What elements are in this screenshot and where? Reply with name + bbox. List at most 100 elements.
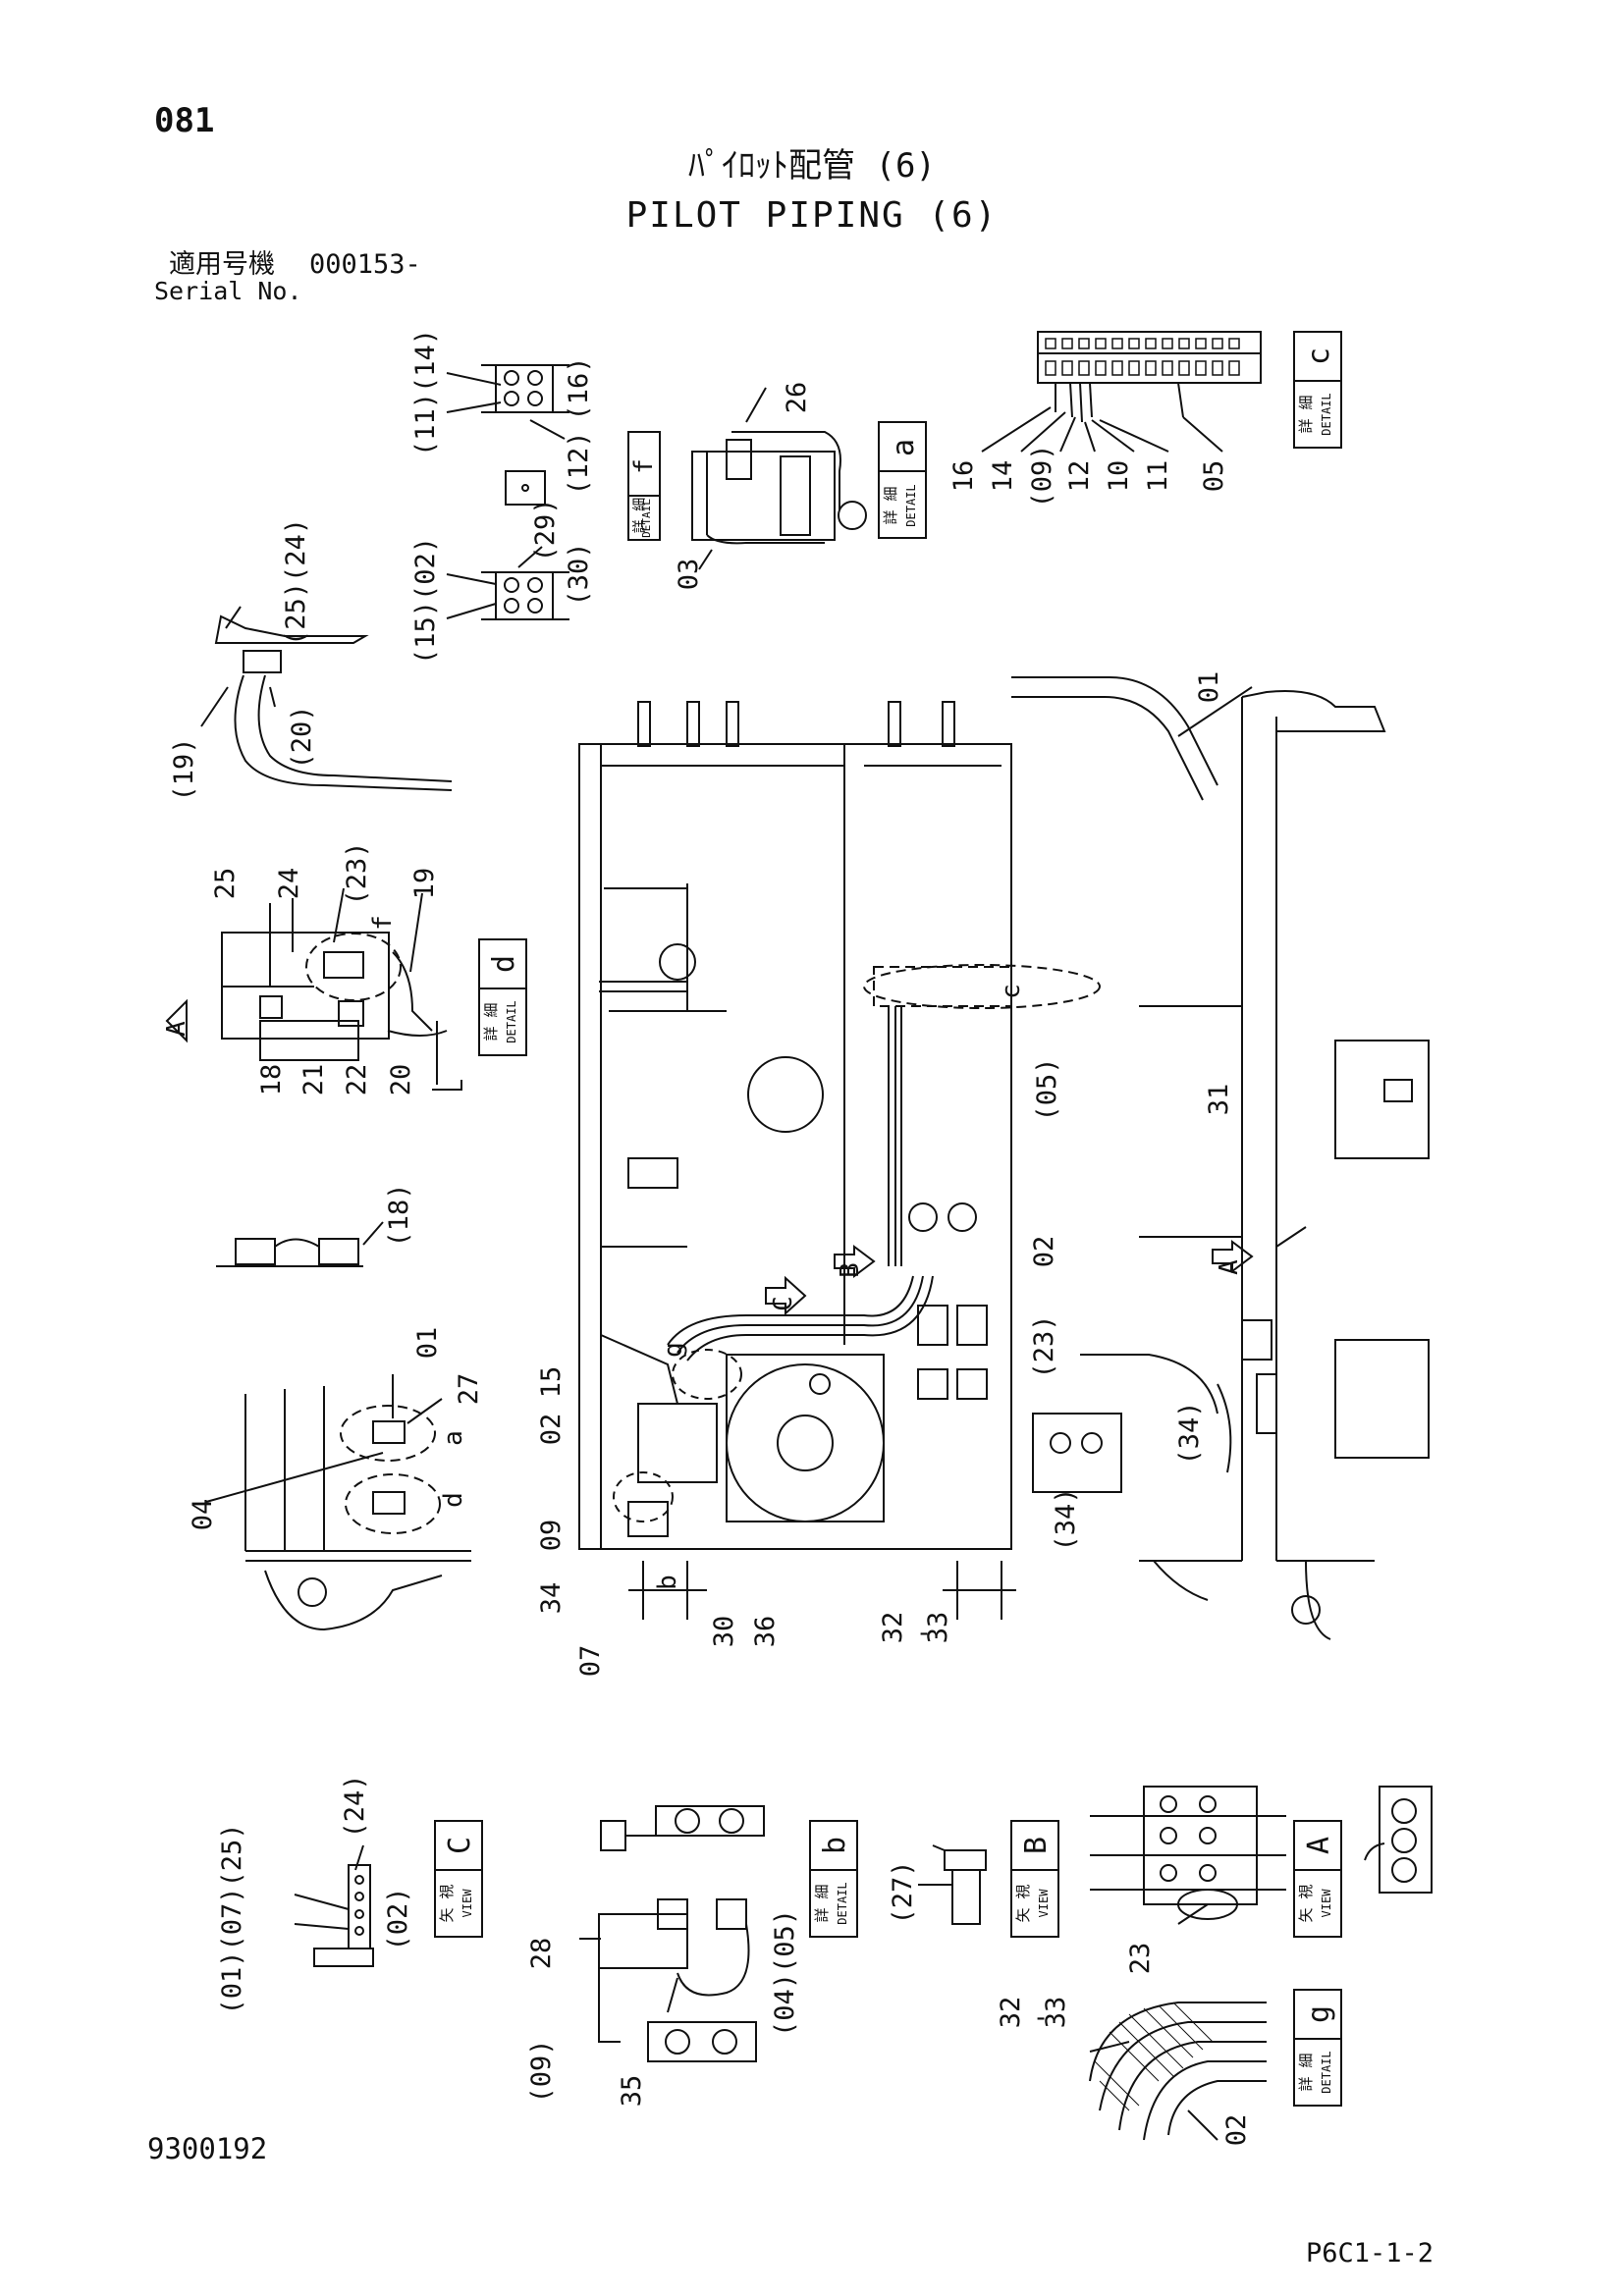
region-letter: c xyxy=(997,984,1026,999)
region-letter: g xyxy=(659,1342,688,1358)
callout-label: 11 xyxy=(1143,460,1173,493)
callout-label: (11)(14) xyxy=(410,329,441,456)
callout-label: (05) xyxy=(1032,1057,1062,1121)
callout-label: 34 xyxy=(536,1582,567,1615)
label-box-detail-f: 詳 細 DETAIL f xyxy=(627,431,661,541)
callout-label: 12 xyxy=(1064,460,1095,493)
callout-label: 07 xyxy=(575,1645,606,1678)
detail-f-letter: f xyxy=(629,458,659,474)
title-english: PILOT PIPING (6) xyxy=(625,195,999,236)
callout-label: 01 xyxy=(1194,671,1224,704)
callout-label: (23) xyxy=(1029,1314,1059,1378)
callout-label: (29) xyxy=(530,498,561,561)
page-number: 081 xyxy=(154,101,215,140)
label-box-detail-a: 詳 細 DETAIL a xyxy=(878,421,927,539)
detail-g-kanji: 詳 細 xyxy=(1297,2053,1315,2091)
callout-label: 22 xyxy=(342,1064,372,1096)
callout-label: 35 xyxy=(617,2075,647,2108)
callout-label: (09) xyxy=(526,2039,557,2103)
callout-label: (02) xyxy=(383,1887,413,1950)
detail-b-kanji: 詳 細 xyxy=(813,1884,831,1922)
callout-label: 18 xyxy=(256,1064,287,1096)
title-japanese: ﾊﾟｲﾛｯﾄ配管 (6) xyxy=(688,146,936,186)
left-side-view-drawing xyxy=(205,1374,471,1631)
callout-label: 27 xyxy=(454,1373,484,1406)
callout-label: 31 xyxy=(1204,1084,1234,1116)
callout-label: (04)(05) xyxy=(770,1909,800,2037)
page-code: P6C1-1-2 xyxy=(1306,2238,1435,2269)
right-arm-view xyxy=(1011,676,1430,1640)
serial-number-value: 000153- xyxy=(309,249,421,280)
label-box-detail-g: 詳 細 DETAIL g xyxy=(1293,1989,1342,2107)
region-letter: b xyxy=(653,1575,682,1590)
callout-label: (12) xyxy=(564,431,594,495)
callout-label: 21 xyxy=(298,1064,329,1096)
detail-d-label: DETAIL xyxy=(505,1000,518,1042)
main-frame-view xyxy=(578,701,1101,1620)
detail-f-drawing xyxy=(446,364,569,620)
view-a-drawing xyxy=(1090,1786,1433,1925)
region-letter: a xyxy=(439,1430,468,1446)
callout-label: (18) xyxy=(384,1183,414,1247)
callout-label: (34) xyxy=(1051,1487,1081,1551)
label-box-detail-c: 詳 細 DETAIL c xyxy=(1293,331,1342,449)
callout-label: 25 xyxy=(210,868,241,900)
view-c-label: VIEW xyxy=(460,1889,474,1918)
callout-label: 14 xyxy=(988,460,1018,493)
region-letter: C xyxy=(769,1296,798,1311)
callout-label: (25)(24) xyxy=(281,518,311,646)
document-number: 9300192 xyxy=(147,2132,268,2165)
callout-label: 15 xyxy=(536,1366,567,1399)
detail-f-label: DETAIL xyxy=(640,499,653,538)
callout-label: - xyxy=(916,1618,932,1648)
callout-label: (15)(02) xyxy=(410,537,441,665)
callout-label: 30 xyxy=(709,1616,739,1648)
view-a-kanji: 矢 視 xyxy=(1297,1884,1315,1922)
callout-label: 24 xyxy=(274,868,304,900)
callout-label: 20 xyxy=(386,1064,416,1096)
callout-label: (23) xyxy=(342,841,372,905)
view-b-drawing xyxy=(918,1844,987,1925)
region-letter: A xyxy=(162,1021,191,1037)
hose-bracket-drawing xyxy=(200,606,453,791)
view-c-drawing xyxy=(294,1844,374,1967)
callout-label: 01 xyxy=(412,1327,443,1360)
detail-d-drawing xyxy=(165,887,462,1091)
callout-label: (19) xyxy=(169,737,199,801)
view-b-kanji: 矢 視 xyxy=(1014,1884,1032,1922)
label-box-detail-d: 詳 細 DETAIL d xyxy=(478,938,527,1056)
view-c-letter: C xyxy=(443,1837,477,1854)
callout-label: 09 xyxy=(536,1520,567,1552)
callout-label: (01)(07)(25) xyxy=(217,1823,247,2014)
detail-a-label: DETAIL xyxy=(904,484,918,526)
view-b-label: VIEW xyxy=(1037,1889,1051,1918)
detail-g-letter: g xyxy=(1302,2005,1336,2023)
label-box-detail-b: 詳 細 DETAIL b xyxy=(809,1820,858,1938)
detail-c-kanji: 詳 細 xyxy=(1297,395,1315,433)
callout-label: 04 xyxy=(188,1499,218,1531)
callout-label: 23 xyxy=(1125,1943,1156,1975)
callout-label: 36 xyxy=(750,1616,781,1648)
callout-label: 19 xyxy=(409,868,440,900)
view-b-letter: B xyxy=(1019,1837,1054,1854)
detail-a-drawing xyxy=(691,387,867,570)
assembly-18-drawing xyxy=(216,1221,384,1267)
callout-label: 05 xyxy=(1199,460,1229,493)
detail-d-kanji: 詳 細 xyxy=(482,1002,500,1041)
detail-d-letter: d xyxy=(487,955,521,973)
detail-b-letter: b xyxy=(818,1837,852,1854)
detail-g-drawing xyxy=(1089,2002,1267,2141)
callout-label: 02 xyxy=(1221,2114,1252,2147)
detail-c-drawing xyxy=(981,331,1262,453)
detail-f-kanji: 詳 細 xyxy=(632,498,648,533)
label-box-view-a: 矢 視 VIEW A xyxy=(1293,1820,1342,1938)
detail-a-kanji: 詳 細 xyxy=(882,486,899,524)
label-box-view-b: 矢 視 VIEW B xyxy=(1010,1820,1059,1938)
callout-label: - xyxy=(1033,2002,1049,2033)
callout-label: 28 xyxy=(526,1938,557,1970)
callout-label: (30) xyxy=(564,542,594,606)
detail-b-label: DETAIL xyxy=(836,1882,849,1924)
view-c-kanji: 矢 視 xyxy=(438,1884,456,1922)
callout-label: 33 xyxy=(923,1612,953,1644)
